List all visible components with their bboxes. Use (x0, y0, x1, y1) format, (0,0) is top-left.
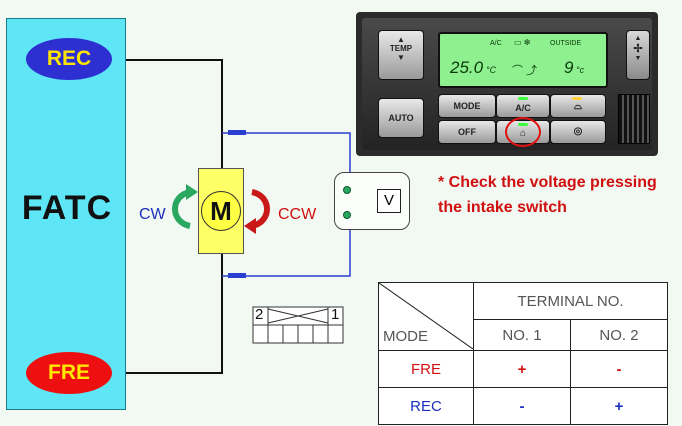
rear-defrost-icon: ◎ (573, 126, 583, 137)
motor-symbol: M (201, 191, 241, 231)
fatc-title: FATC (21, 189, 113, 227)
lower-blue-wire (222, 214, 351, 277)
intake-switch-highlight (505, 117, 541, 147)
mode-button[interactable]: MODE (438, 94, 496, 118)
fan-icon: ✢ (633, 43, 643, 55)
control-panel-bezel: ▲ TEMP ▼ AUTO A/C ▭ ✻ OUTSIDE 25.0 °C ⌒ … (362, 18, 652, 150)
blue-wires (222, 130, 351, 278)
vent-grille (618, 94, 650, 144)
lcd-set-temp: 25.0 (450, 58, 484, 77)
mode-header-cell: MODE (378, 282, 474, 351)
motor: M (198, 168, 244, 254)
lcd-outside-temp: 9 (564, 58, 574, 77)
row-rec-no2: + (570, 387, 668, 425)
row-fre-no2: - (570, 350, 668, 388)
temp-button-label: TEMP (389, 44, 413, 53)
fan-button[interactable]: ▲ ✢ ▼ (626, 30, 650, 80)
row-mode-rec: REC (378, 387, 474, 425)
temp-button[interactable]: ▲ TEMP ▼ (378, 30, 424, 80)
rec-terminal-label: REC (26, 38, 112, 80)
auto-button[interactable]: AUTO (378, 98, 424, 138)
probe-lower-dot (343, 211, 351, 219)
defrost-icon: ⌓ (574, 101, 582, 112)
col-no2-header: NO. 2 (570, 319, 668, 351)
table-subheader-row: NO. 1 NO. 2 (379, 319, 668, 351)
connector-pin-2: 2 (255, 306, 264, 323)
lcd-ac-indicator: A/C (490, 40, 502, 47)
fre-wire (126, 254, 223, 374)
rear-defrost-button[interactable]: ◎ (550, 120, 606, 144)
table-header-row: MODE TERMINAL NO. (378, 282, 668, 351)
row-mode-fre: FRE (378, 350, 474, 388)
terminal-table: MODE TERMINAL NO. NO. 1 NO. 2 FRE + - RE… (378, 282, 668, 425)
rec-wire (126, 59, 223, 168)
mode-header: MODE (383, 328, 428, 345)
header-diagonal (379, 283, 473, 349)
probe-upper-dot (343, 186, 351, 194)
fatc-module: FATC (6, 18, 126, 410)
fan-up-icon: ▲ (634, 35, 642, 42)
defrost-led (572, 97, 582, 100)
lcd-set-temp-unit: °C (486, 65, 497, 75)
lcd-outside-temp-unit: °c (576, 65, 585, 75)
lcd-mode-icon: ⌒ ⤴ (512, 65, 538, 77)
row-fre-no1: + (473, 350, 571, 388)
voltmeter: V (377, 189, 401, 213)
terminal-header: TERMINAL NO. (473, 282, 668, 320)
connector-outline (252, 306, 344, 344)
black-wires (126, 59, 223, 374)
cw-label: CW (139, 206, 166, 223)
table-row: REC - + (378, 387, 668, 425)
lcd-fan-icon: ▭ ✻ (514, 38, 531, 47)
off-button[interactable]: OFF (438, 120, 496, 144)
connector-diagram: 2 1 (252, 306, 344, 344)
fan-down-icon: ▼ (634, 55, 642, 62)
temp-up-icon: ▲ (397, 35, 405, 44)
lcd-display: A/C ▭ ✻ OUTSIDE 25.0 °C ⌒ ⤴ 9 °c (438, 32, 608, 88)
control-panel-photo: ▲ TEMP ▼ AUTO A/C ▭ ✻ OUTSIDE 25.0 °C ⌒ … (356, 12, 658, 156)
voltmeter-box: V (334, 172, 410, 230)
upper-terminal-mark (228, 130, 246, 135)
lower-terminal-mark (228, 273, 246, 278)
table-row: FRE + - (378, 350, 668, 388)
cw-arrow-icon (172, 184, 198, 229)
ccw-label: CCW (278, 206, 317, 223)
col-no1-header: NO. 1 (473, 319, 571, 351)
ccw-arrow-icon (244, 189, 270, 234)
upper-blue-wire (222, 132, 351, 188)
temp-down-icon: ▼ (397, 53, 405, 62)
ac-led (518, 97, 528, 100)
voltage-check-note: * Check the voltage pressing the intake … (438, 174, 657, 216)
connector-pin-1: 1 (331, 306, 340, 323)
fre-terminal-label: FRE (26, 352, 112, 394)
lcd-outside-label: OUTSIDE (550, 40, 582, 47)
row-rec-no1: - (473, 387, 571, 425)
